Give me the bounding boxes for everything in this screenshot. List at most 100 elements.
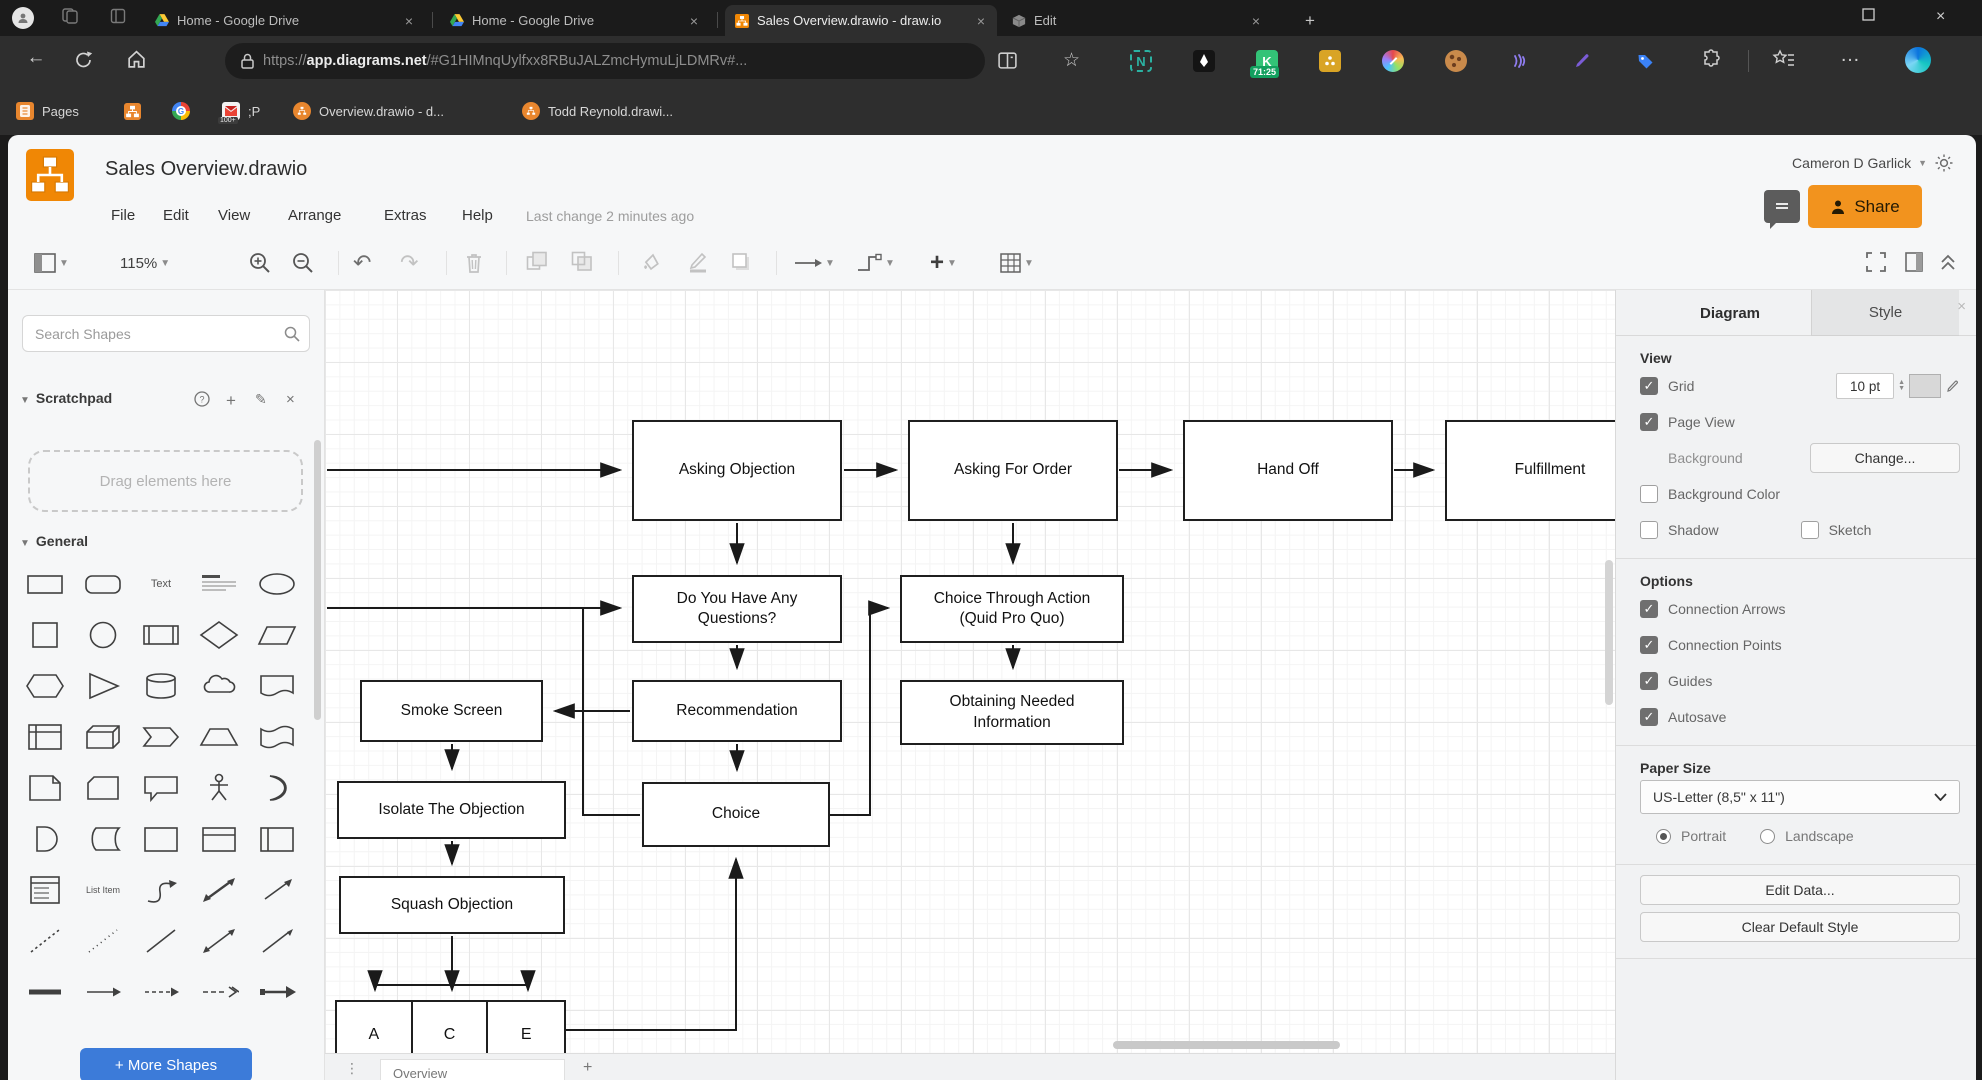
home-button[interactable] <box>126 49 147 70</box>
view-panels-button[interactable]: ▼ <box>34 248 69 278</box>
bookmark-gmail[interactable]: 100+ ;P <box>218 98 260 124</box>
shape-rounded-rectangle[interactable] <box>74 558 132 609</box>
search-input[interactable] <box>22 315 310 352</box>
shape-data-storage[interactable] <box>74 813 132 864</box>
canvas-vertical-scrollbar[interactable] <box>1605 560 1613 705</box>
more-shapes-button[interactable]: + More Shapes <box>80 1048 252 1080</box>
shape-diamond[interactable] <box>190 609 248 660</box>
autosave-checkbox[interactable]: ✓ <box>1640 708 1658 726</box>
tab-search-icon[interactable] <box>62 8 78 24</box>
shape-cloud[interactable] <box>190 660 248 711</box>
bookmark-google[interactable]: G <box>172 98 190 124</box>
collapse-toolbar-button[interactable] <box>1939 251 1957 273</box>
shape-container-vertical[interactable] <box>248 813 306 864</box>
flow-node-quid-pro-quo[interactable]: Choice Through Action (Quid Pro Quo) <box>900 575 1124 643</box>
tab-close-icon[interactable]: × <box>1251 12 1260 29</box>
menu-help[interactable]: Help <box>462 207 493 224</box>
flow-node-ace-cell[interactable]: C <box>413 1002 489 1053</box>
extensions-puzzle-icon[interactable] <box>1700 49 1722 71</box>
flow-node-choice[interactable]: Choice <box>642 782 830 847</box>
general-section[interactable]: ▼General <box>20 533 89 549</box>
to-front-button[interactable] <box>526 251 548 273</box>
comments-button[interactable] <box>1764 190 1800 229</box>
sidebar-scrollbar[interactable] <box>314 440 321 720</box>
grid-size-input[interactable] <box>1836 373 1895 399</box>
flow-node-questions[interactable]: Do You Have Any Questions? <box>632 575 842 643</box>
undo-button[interactable]: ↶ <box>353 250 372 275</box>
new-tab-button[interactable]: + <box>1305 10 1315 30</box>
shadow-button[interactable] <box>731 252 753 274</box>
fullscreen-button[interactable] <box>1866 252 1886 272</box>
shape-internal-storage[interactable] <box>16 711 74 762</box>
zoom-select[interactable]: 115% ▼ <box>120 254 171 272</box>
bookmark-todd[interactable]: Todd Reynold.drawi... <box>522 98 673 124</box>
flow-node-recommendation[interactable]: Recommendation <box>632 680 842 742</box>
zoom-in-button[interactable] <box>248 251 272 275</box>
grid-size-stepper[interactable]: ▲▼ <box>1898 378 1905 392</box>
delete-button[interactable] <box>464 251 484 274</box>
shape-step[interactable] <box>132 711 190 762</box>
flow-node-hand-off[interactable]: Hand Off <box>1183 420 1393 521</box>
zoom-out-button[interactable] <box>291 251 315 275</box>
scratchpad-drop-zone[interactable]: Drag elements here <box>28 450 303 512</box>
refresh-button[interactable] <box>74 50 94 70</box>
browser-tab-drawio-active[interactable]: Sales Overview.drawio - draw.io × <box>725 5 997 36</box>
scratchpad-edit-icon[interactable]: ✎ <box>255 391 267 407</box>
menu-arrange[interactable]: Arrange <box>288 207 342 224</box>
extension-colorwheel-icon[interactable] <box>1382 50 1404 72</box>
shape-bold-arrow[interactable] <box>248 966 306 1017</box>
menu-extras[interactable]: Extras <box>384 207 427 224</box>
shape-arrow-shape[interactable] <box>248 864 306 915</box>
shape-triangle[interactable] <box>74 660 132 711</box>
tab-close-icon[interactable]: × <box>404 12 413 29</box>
browser-tab-edit[interactable]: Edit × <box>1002 5 1272 36</box>
shape-rectangle[interactable] <box>16 558 74 609</box>
scratchpad-section[interactable]: ▼Scratchpad <box>20 390 113 406</box>
paper-size-select[interactable]: US-Letter (8,5" x 11") <box>1640 780 1960 814</box>
shape-process[interactable] <box>132 609 190 660</box>
shape-circle[interactable] <box>74 609 132 660</box>
pages-menu-icon[interactable]: ⋮ <box>345 1060 359 1076</box>
shape-link[interactable] <box>16 966 74 1017</box>
vertical-tabs-icon[interactable] <box>110 8 126 24</box>
share-button[interactable]: Share <box>1808 185 1922 228</box>
flow-node-ace-cell[interactable]: E <box>520 1026 532 1043</box>
panel-close-icon[interactable]: × <box>1957 298 1966 315</box>
shape-or[interactable] <box>248 762 306 813</box>
extension-tag-icon[interactable] <box>1634 50 1656 72</box>
shape-ellipse[interactable] <box>248 558 306 609</box>
shape-document[interactable] <box>248 660 306 711</box>
connection-points-checkbox[interactable]: ✓ <box>1640 636 1658 654</box>
extension-gold-icon[interactable] <box>1319 50 1341 72</box>
browser-tab-drive-2[interactable]: Home - Google Drive × <box>440 5 710 36</box>
shape-arrow-connector[interactable] <box>74 966 132 1017</box>
shape-curve[interactable] <box>132 864 190 915</box>
shape-dashed-arrow[interactable] <box>132 966 190 1017</box>
shape-tape[interactable] <box>248 711 306 762</box>
guides-checkbox[interactable]: ✓ <box>1640 672 1658 690</box>
extension-keeper-icon[interactable]: K 71:25 <box>1250 50 1280 78</box>
shape-bidirectional-arrow[interactable] <box>190 864 248 915</box>
grid-color-edit-icon[interactable] <box>1945 379 1960 394</box>
add-page-button[interactable]: + <box>583 1059 593 1076</box>
sketch-checkbox[interactable] <box>1800 521 1819 539</box>
shape-cube[interactable] <box>74 711 132 762</box>
fill-color-button[interactable] <box>640 251 662 273</box>
shape-square[interactable] <box>16 609 74 660</box>
bookmark-overview[interactable]: Overview.drawio - d... <box>293 98 444 124</box>
page-view-checkbox[interactable]: ✓ <box>1640 413 1658 431</box>
extension-pen-icon[interactable] <box>1571 50 1593 72</box>
copilot-icon[interactable] <box>1905 47 1931 73</box>
extension-notion-icon[interactable]: N <box>1130 50 1152 72</box>
menu-file[interactable]: File <box>111 207 136 224</box>
tab-style[interactable]: Style <box>1811 290 1959 336</box>
format-panel-button[interactable] <box>1905 252 1923 272</box>
shape-parallelogram[interactable] <box>248 609 306 660</box>
tab-diagram[interactable]: Diagram <box>1699 304 1761 322</box>
split-screen-icon[interactable] <box>997 50 1018 71</box>
canvas-horizontal-scrollbar[interactable] <box>1113 1041 1340 1049</box>
extension-cookie-icon[interactable] <box>1445 50 1467 72</box>
shape-card[interactable] <box>74 762 132 813</box>
